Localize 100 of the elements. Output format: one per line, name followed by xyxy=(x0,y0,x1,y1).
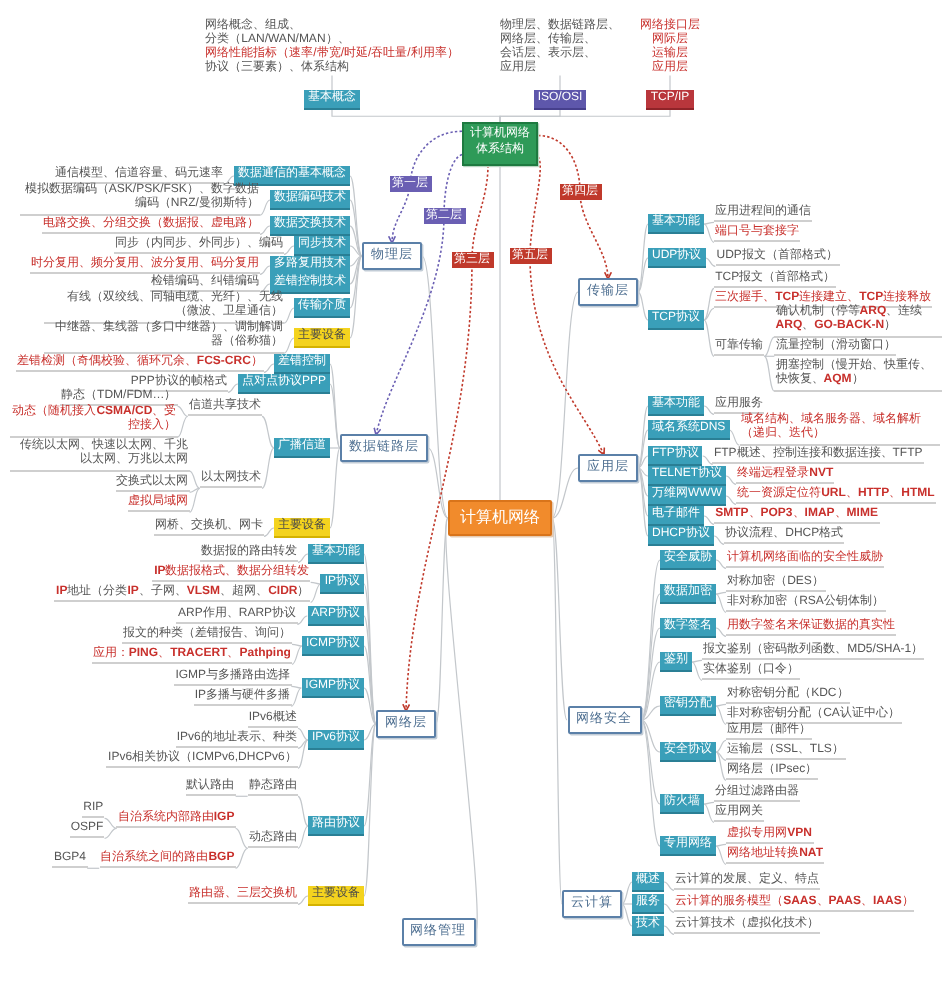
connector-line xyxy=(669,74,671,91)
connector-line xyxy=(691,659,703,663)
connector-line xyxy=(310,581,322,585)
connector-line xyxy=(421,255,449,519)
connector-line xyxy=(551,291,579,519)
connector-line xyxy=(728,429,740,446)
dashed-arrow xyxy=(529,155,605,456)
connector-line xyxy=(663,925,675,935)
connector-line xyxy=(310,583,322,603)
connector-line xyxy=(177,405,189,417)
connector-line xyxy=(363,615,377,725)
connector-line xyxy=(297,795,309,827)
connector-line xyxy=(763,355,775,357)
connector-line xyxy=(259,283,271,293)
connector-line xyxy=(329,363,341,449)
connector-line xyxy=(290,685,302,689)
connector-line xyxy=(349,225,363,257)
connector-line xyxy=(283,307,295,324)
connector-line xyxy=(715,559,727,569)
connector-line xyxy=(715,591,727,595)
connector-line xyxy=(291,643,303,647)
connector-line xyxy=(715,843,727,847)
connector-line xyxy=(297,739,309,749)
connector-line xyxy=(663,903,675,913)
connector-line xyxy=(283,245,295,255)
connector-line xyxy=(329,383,341,449)
connector-line xyxy=(637,429,649,469)
connector-line xyxy=(704,257,716,267)
connector-line xyxy=(715,845,727,865)
connector-line xyxy=(715,751,727,781)
connector-line xyxy=(637,467,649,537)
connector-line xyxy=(621,881,633,905)
connector-line xyxy=(703,319,715,357)
connector-line xyxy=(296,615,308,625)
connector-line xyxy=(703,515,715,525)
connector-line xyxy=(349,199,363,257)
connector-line xyxy=(621,903,633,927)
connector-line xyxy=(551,467,579,519)
connector-line xyxy=(297,895,309,905)
connector-line xyxy=(621,903,633,905)
connector-line xyxy=(702,455,714,465)
connector-line xyxy=(349,255,363,285)
connector-line xyxy=(637,467,649,477)
connector-line xyxy=(725,495,737,505)
connector-line xyxy=(637,467,649,517)
connector-line xyxy=(715,703,727,707)
connector-line xyxy=(349,255,363,309)
connector-line xyxy=(261,415,275,449)
connector-line xyxy=(637,291,649,321)
connector-line xyxy=(363,645,377,725)
connector-line xyxy=(189,487,201,513)
connector-line xyxy=(703,803,715,823)
dashed-arrow xyxy=(537,134,612,280)
dashed-arrow xyxy=(373,153,463,436)
connector-line xyxy=(283,337,295,354)
connector-line xyxy=(363,723,377,827)
connector-line xyxy=(329,447,341,449)
connector-line xyxy=(715,705,727,725)
dashed-arrow xyxy=(388,130,463,244)
connector-line xyxy=(235,827,249,849)
connector-line xyxy=(725,475,737,485)
connector-line xyxy=(640,705,661,721)
connector-line xyxy=(691,661,703,681)
connector-line xyxy=(349,245,363,257)
connector-line xyxy=(703,405,715,415)
connector-line xyxy=(261,447,275,489)
connector-line xyxy=(640,719,661,753)
connector-line xyxy=(349,255,363,339)
connector-line xyxy=(297,727,309,741)
connector-line xyxy=(640,719,661,805)
connector-line xyxy=(263,363,275,373)
central-topic-box: 计算机网络 xyxy=(448,500,552,536)
connector-line xyxy=(86,867,100,869)
connector-line xyxy=(227,383,239,393)
connector-line xyxy=(297,825,309,849)
connector-line xyxy=(363,723,377,741)
connector-line xyxy=(349,255,363,267)
connector-line xyxy=(763,355,775,392)
connector-line xyxy=(703,223,715,243)
connector-line xyxy=(363,687,377,725)
connector-line xyxy=(259,265,271,275)
connector-line xyxy=(263,527,275,537)
connector-line xyxy=(640,719,661,847)
connector-line xyxy=(640,661,661,721)
connector-line xyxy=(703,307,715,321)
connector-line xyxy=(363,723,377,897)
connector-line xyxy=(349,175,363,257)
connector-line xyxy=(637,257,649,293)
connector-line xyxy=(259,199,271,216)
dashed-arrow xyxy=(402,164,489,712)
connector-line xyxy=(189,470,201,489)
connector-line xyxy=(715,593,727,613)
connector-line xyxy=(499,109,671,124)
connector-line xyxy=(259,225,271,235)
connector-line xyxy=(177,415,189,438)
connector-line xyxy=(715,751,727,761)
connector-line xyxy=(637,467,649,497)
connector-line xyxy=(703,221,715,225)
connector-line xyxy=(297,553,309,563)
connector-line xyxy=(189,487,201,493)
